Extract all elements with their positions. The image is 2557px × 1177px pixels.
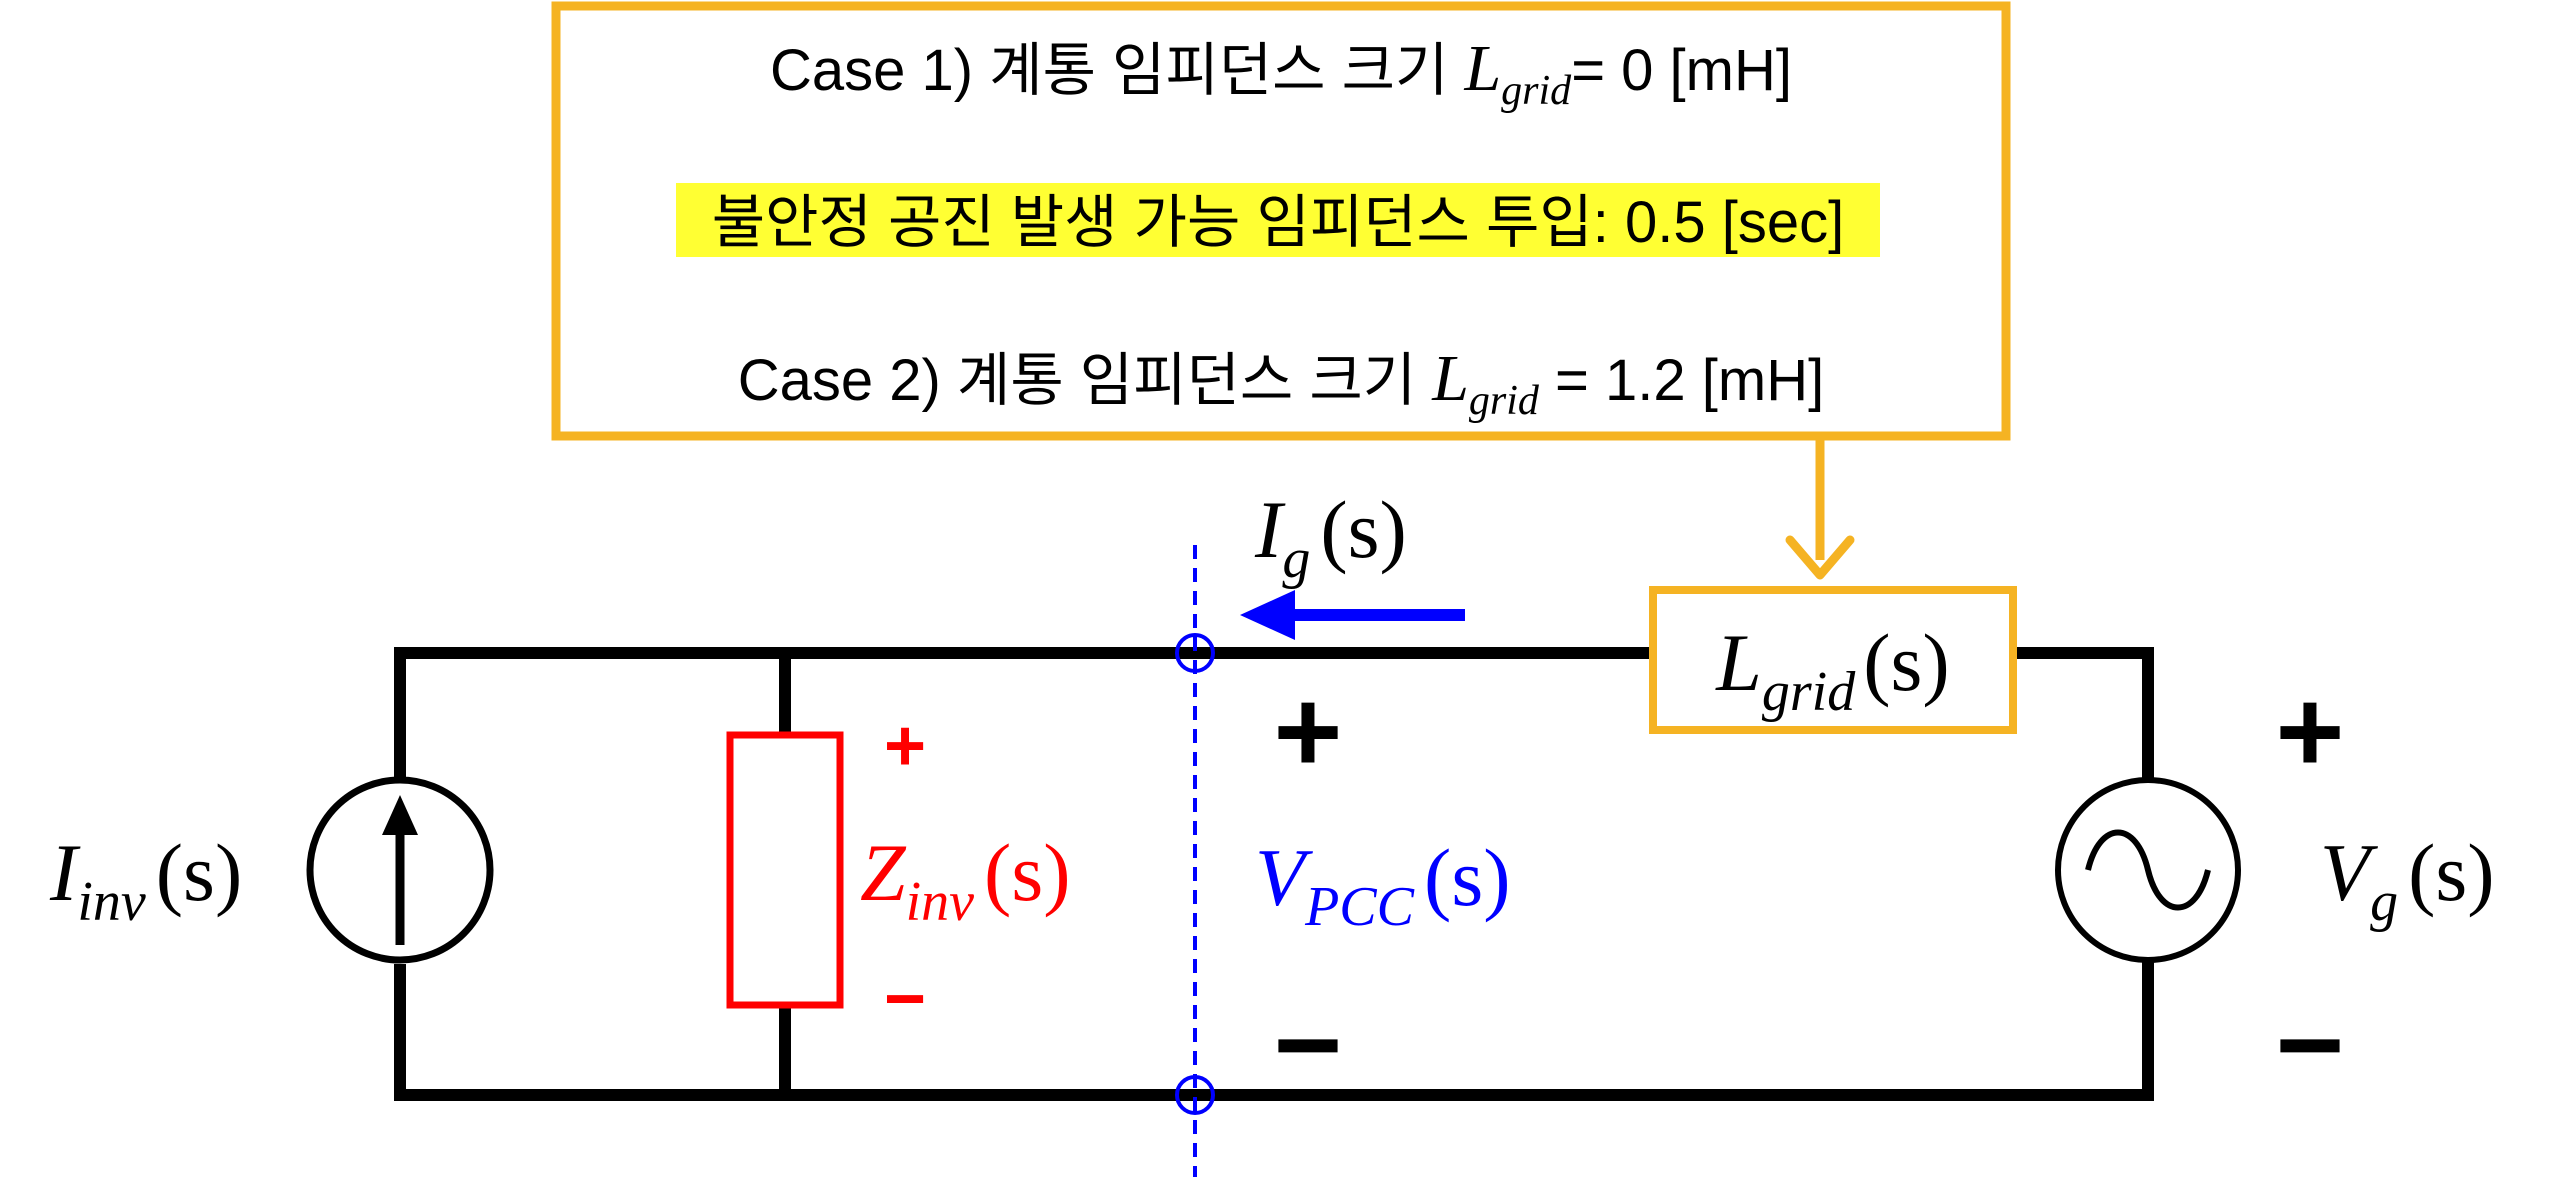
grid-current-arrow <box>1240 590 1465 640</box>
pcc-line <box>1175 545 1215 1177</box>
note-pointer <box>1785 436 1855 580</box>
grid-voltage-plus: + <box>2276 666 2345 798</box>
sine-wave-icon <box>2085 829 2211 911</box>
grid-current-label: Ig(s) <box>1254 484 1407 590</box>
pcc-minus: − <box>1274 979 1343 1111</box>
up-arrow-icon <box>382 795 418 945</box>
current-source <box>306 776 494 964</box>
impedance-label: Zinv(s) <box>860 827 1071 933</box>
grid-inductor-label: Lgrid(s) <box>1715 617 1950 723</box>
note-event: 불안정 공진 발생 가능 임피던스 투입: 0.5 [sec] <box>712 190 1844 255</box>
grid-voltage-minus: − <box>2276 979 2345 1111</box>
event-highlight <box>676 183 1880 257</box>
pcc-node-bottom <box>1175 1075 1215 1115</box>
pcc-plus: + <box>1274 666 1343 798</box>
current-source-label: Iinv(s) <box>49 827 242 933</box>
note-case2: Case 2) 계통 임피던스 크기 Lgrid = 1.2 [mH] <box>738 342 1824 424</box>
voltage-source <box>2055 777 2241 963</box>
impedance-plus: + <box>884 706 926 786</box>
circuit-wires <box>394 647 2154 1101</box>
pcc-voltage-label: VPCC(s) <box>1255 832 1511 938</box>
grid-voltage-label: Vg(s) <box>2320 827 2495 933</box>
note-box: Case 1) 계통 임피던스 크기 Lgrid= 0 [mH] 불안정 공진 … <box>551 1 2011 441</box>
pcc-node-top <box>1175 633 1215 673</box>
note-case1: Case 1) 계통 임피던스 크기 Lgrid= 0 [mH] <box>770 32 1792 114</box>
inverter-impedance <box>726 731 844 1009</box>
grid-inductor <box>1649 586 2017 734</box>
impedance-minus: − <box>884 959 926 1039</box>
